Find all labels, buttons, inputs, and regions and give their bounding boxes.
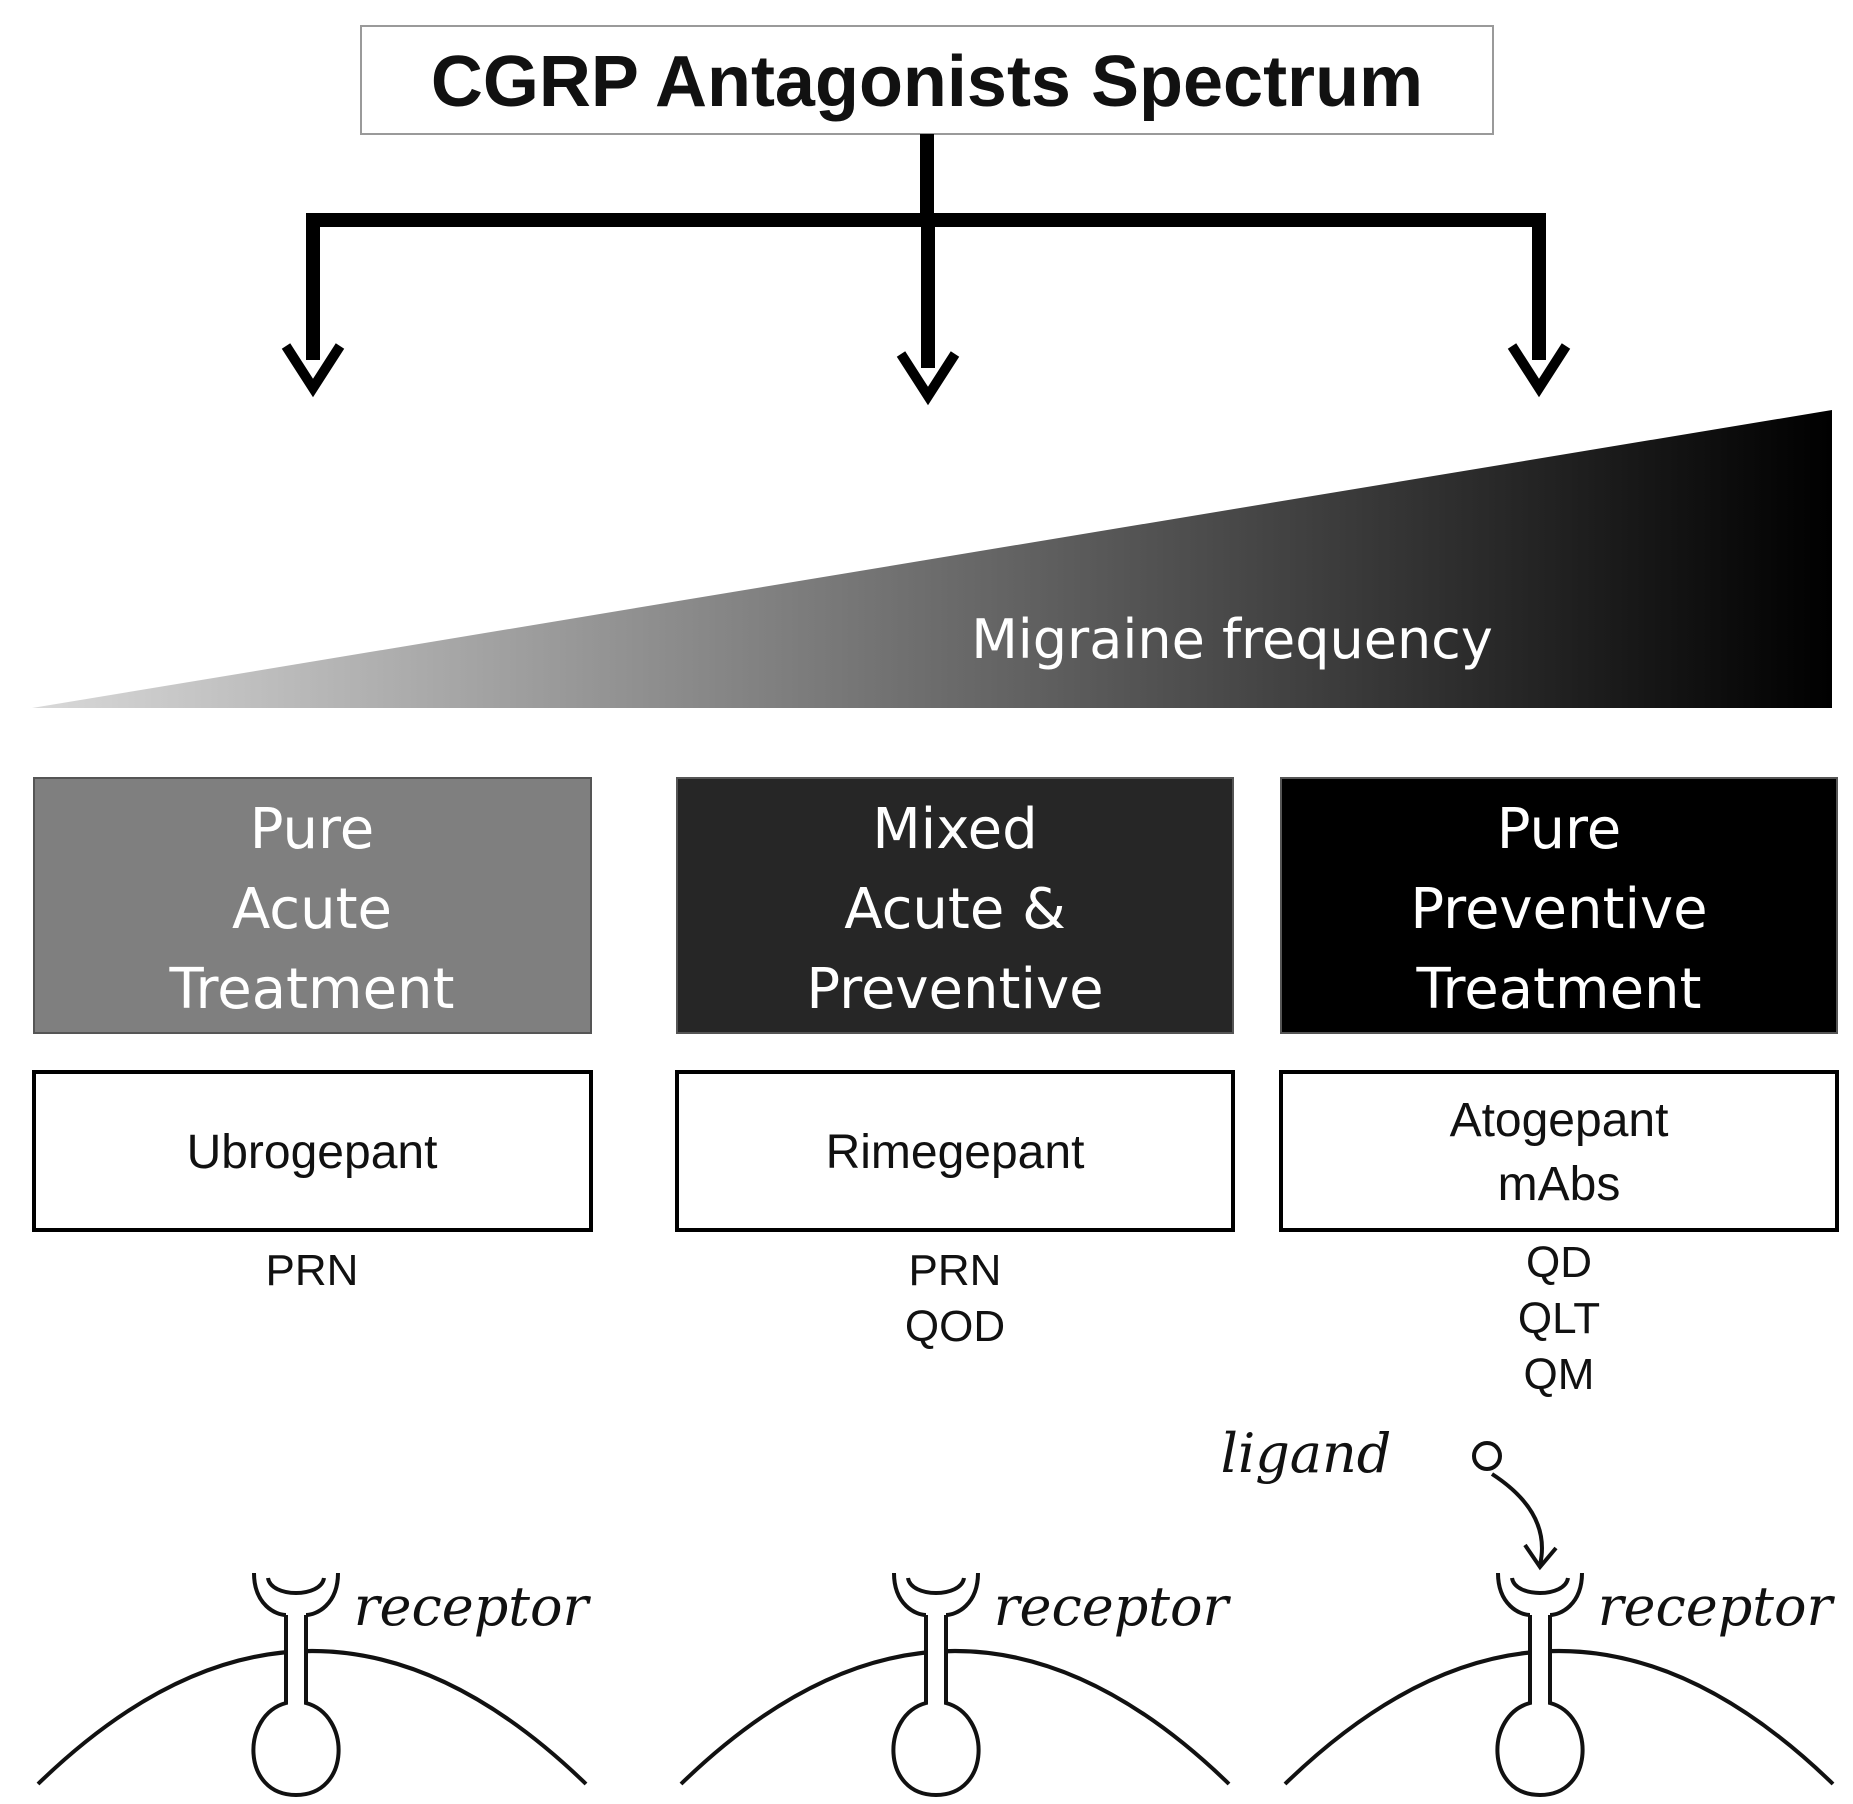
category-label-line: Preventive [806,957,1103,1022]
receptor-label: receptor [1598,1575,1836,1638]
dosing-label: QM [1524,1350,1595,1399]
receptor-icon [891,1615,981,1798]
arrow-middle-head [896,351,960,406]
dosing-label: QLT [1518,1294,1600,1343]
gradient-label: Migraine frequency [971,608,1493,671]
drug-box: Atogepant mAbs [1279,1070,1839,1232]
category-label-line: Pure [250,797,375,862]
category-label-line: Treatment [1416,957,1702,1022]
dosing-list: PRN QOD [905,1246,1005,1351]
category-label-line: Treatment [169,957,455,1022]
arrow-right-head [1507,343,1571,398]
receptor-icon [1495,1615,1585,1798]
dosing-label: PRN [266,1246,359,1295]
title-box: CGRP Antagonists Spectrum [360,25,1494,135]
category-label-line: Pure [1497,797,1622,862]
treatment-columns: PureAcuteTreatmentUbrogepantPRNreceptorM… [32,777,1839,1798]
receptor-illustration: receptor [1283,1572,1836,1798]
drug-name: mAbs [1498,1158,1621,1211]
drug-name: Rimegepant [826,1126,1085,1179]
ligand-icon [1472,1441,1502,1471]
receptor-cup-icon [1496,1572,1584,1617]
cell-membrane-icon [1283,1649,1835,1786]
receptor-label: receptor [354,1575,592,1638]
drug-box: Rimegepant [675,1070,1235,1232]
drug-box: Ubrogepant [32,1070,593,1232]
category-label-line: Preventive [1410,877,1707,942]
receptor-cup-icon [892,1572,980,1617]
category-label-line: Acute & [844,877,1065,942]
drug-name: Atogepant [1450,1094,1669,1147]
dosing-label: QD [1526,1238,1592,1287]
category-label-line: Acute [232,877,392,942]
receptor-illustration: receptor [36,1572,592,1798]
ligand-label: ligand [1221,1422,1392,1485]
receptor-cup-icon [252,1572,340,1617]
title: CGRP Antagonists Spectrum [431,42,1423,122]
dosing-list: PRN [266,1246,359,1295]
category-label-line: Mixed [872,797,1037,862]
branch-arrows [306,134,1546,368]
arrow-left-head [281,343,345,398]
ligand-annotation: ligand [1221,1422,1558,1571]
dosing-list: QD QLT QM [1518,1238,1600,1399]
ligand-arrowhead-icon [1523,1543,1558,1571]
receptor-icon [251,1615,341,1798]
arrow-heads [281,343,1571,406]
receptor-label: receptor [994,1575,1232,1638]
receptor-illustration: receptor [679,1572,1232,1798]
dosing-label: QOD [905,1302,1005,1351]
cell-membrane-icon [679,1649,1231,1786]
ligand-arrow-icon [1490,1472,1544,1566]
drug-name: Ubrogepant [187,1126,438,1179]
dosing-label: PRN [909,1246,1002,1295]
migraine-frequency-wedge: Migraine frequency [32,410,1832,708]
cell-membrane-icon [36,1649,588,1786]
